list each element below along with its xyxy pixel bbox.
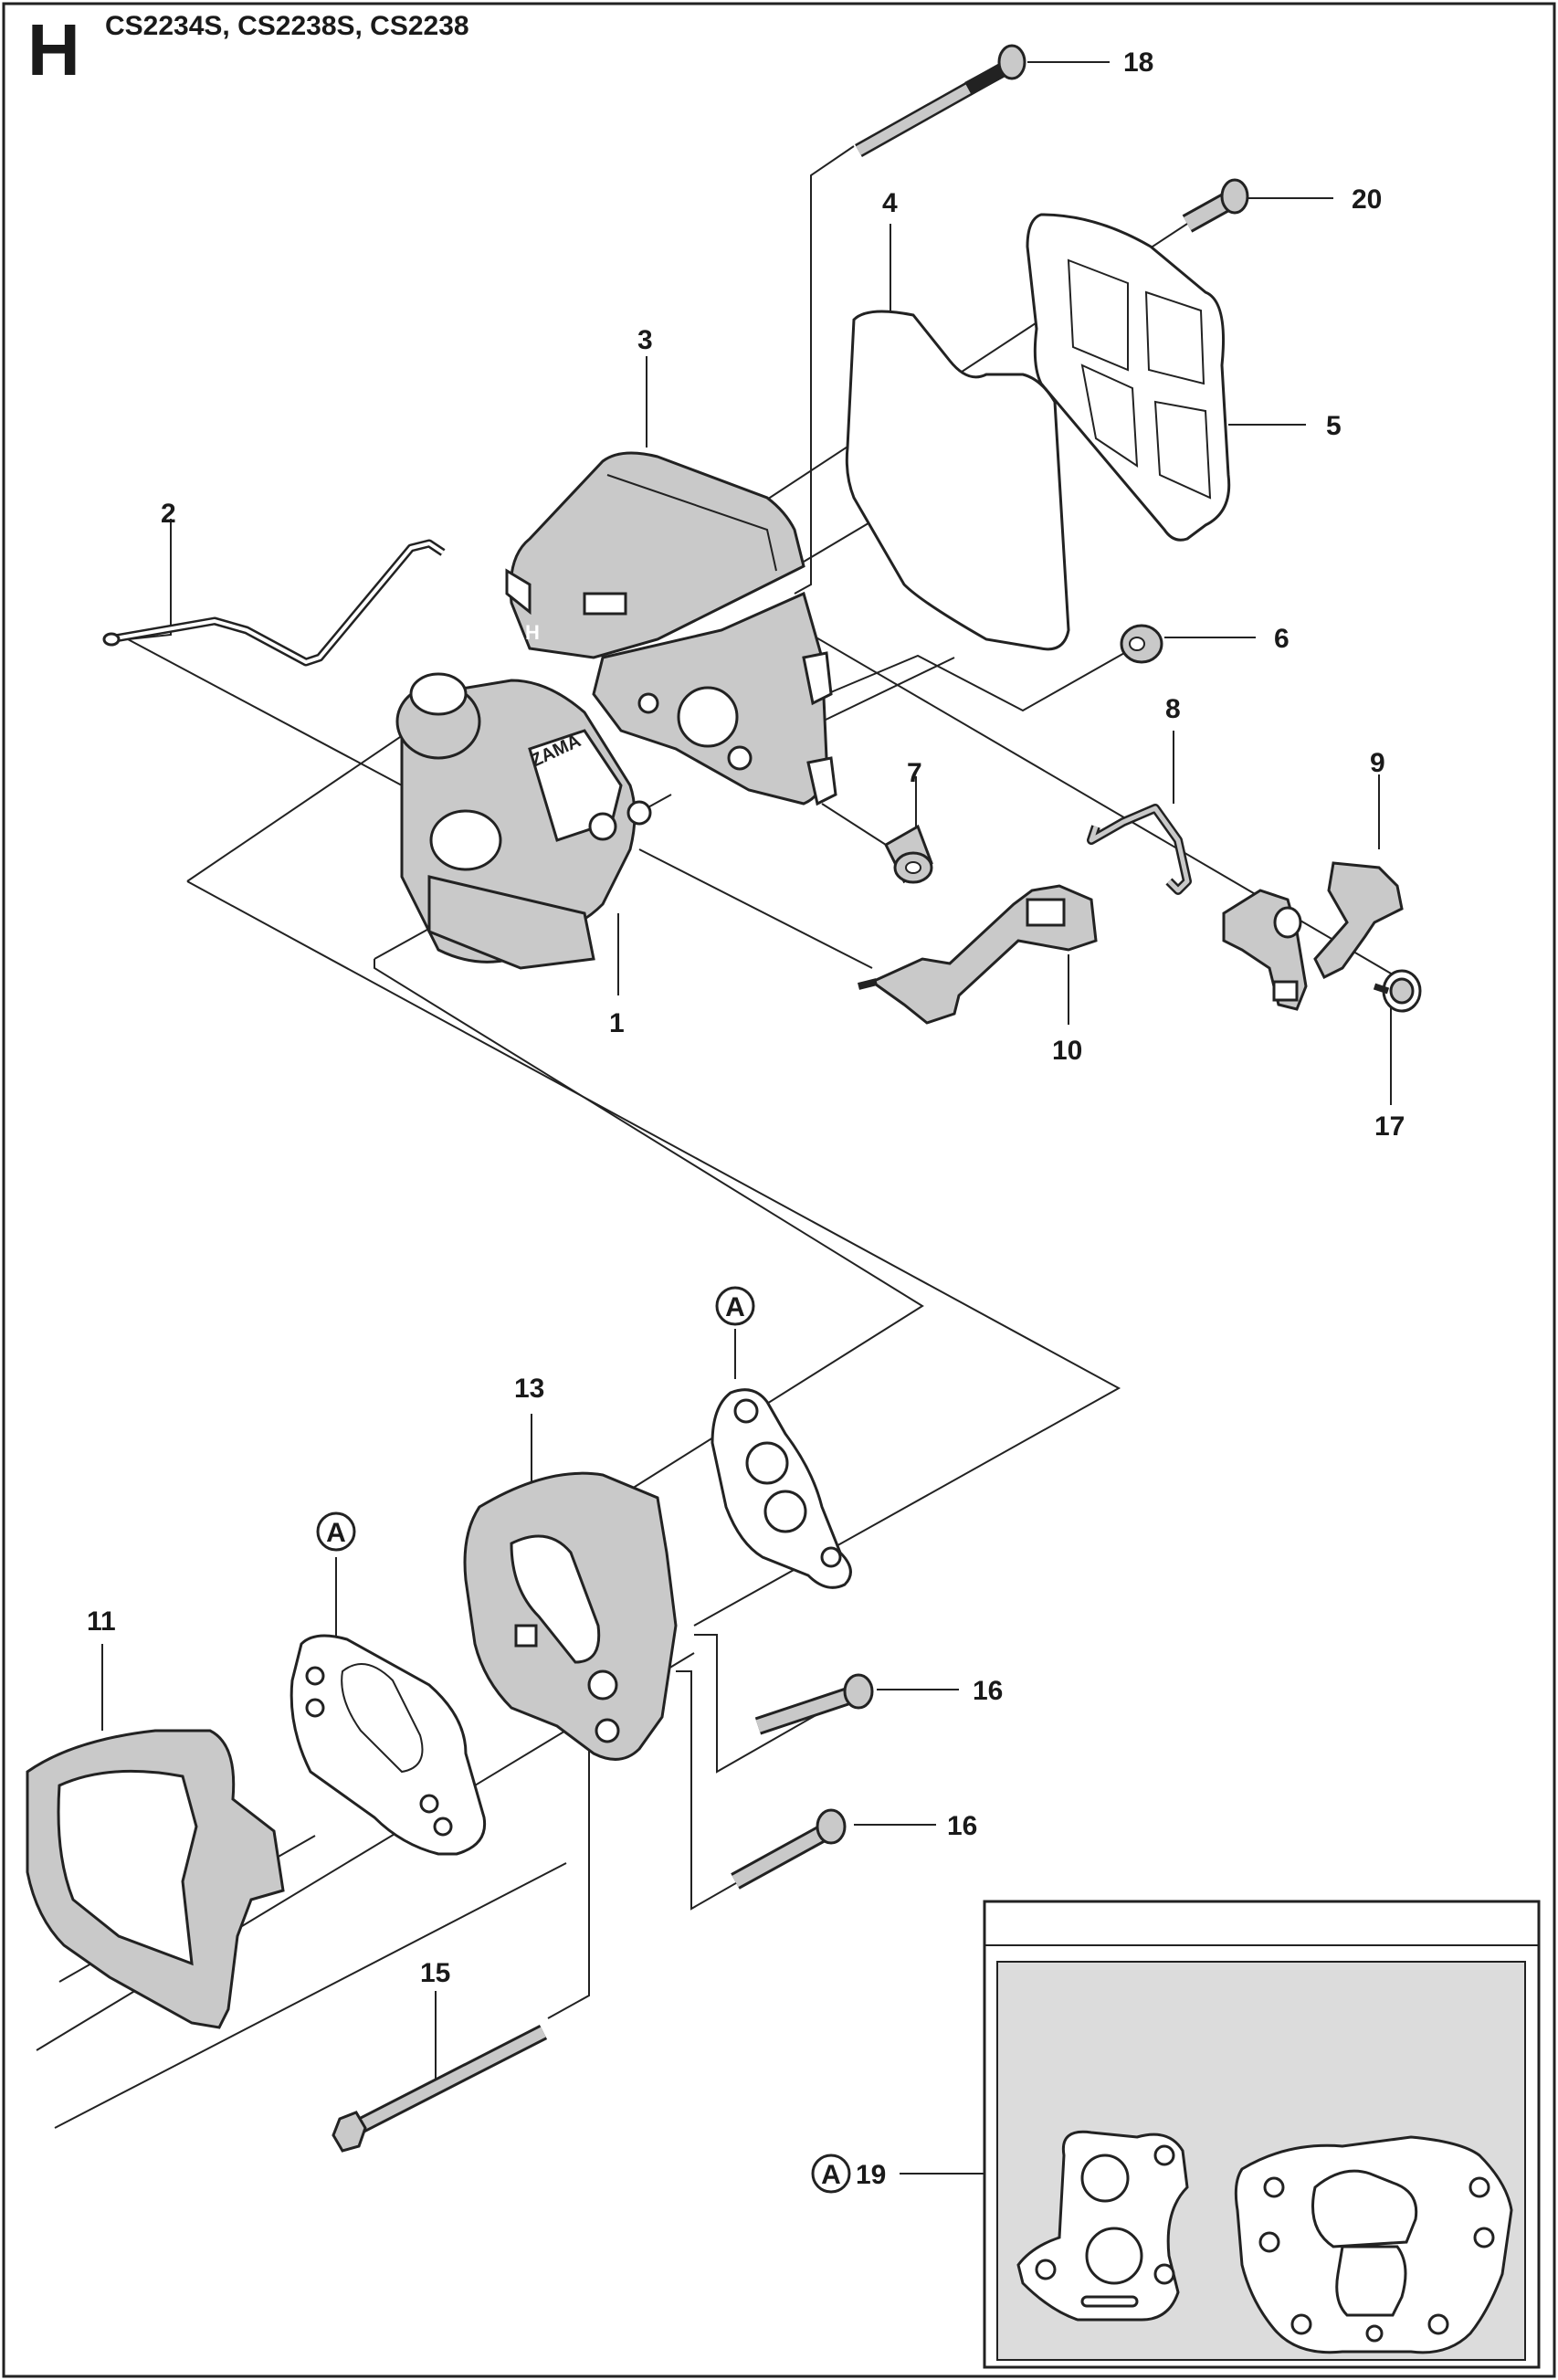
- svg-text:A: A: [326, 1518, 346, 1548]
- callout-20: 20: [1352, 184, 1382, 215]
- callout-15: 15: [420, 1958, 450, 1988]
- callout-2: 2: [161, 499, 176, 529]
- part-5-filter-frame: [1026, 213, 1231, 542]
- svg-text:A: A: [821, 2160, 841, 2190]
- callout-5: 5: [1326, 411, 1342, 441]
- part-9-throttle-trigger: [1222, 861, 1404, 1011]
- callout-3: 3: [637, 325, 653, 355]
- part-20-screw: [1182, 178, 1249, 233]
- part-17-screw: [1373, 969, 1422, 1013]
- part-4-air-filter: [845, 310, 1070, 651]
- callout-8: 8: [1165, 694, 1181, 724]
- part-gasket-a-mid: [289, 1634, 487, 1856]
- callout-9: 9: [1370, 748, 1385, 778]
- callout-4: 4: [882, 188, 898, 218]
- part-10-throttle-link: [858, 884, 1098, 1025]
- part-15-bolt: [332, 2024, 548, 2153]
- callout-16-lower: 16: [947, 1811, 977, 1841]
- callout-13: 13: [514, 1374, 544, 1404]
- section-letter: H: [27, 9, 80, 90]
- callout-7: 7: [907, 758, 922, 788]
- callout-1: 1: [609, 1008, 625, 1038]
- part-2-choke-rod: [102, 539, 446, 667]
- part-8-spring: [1087, 804, 1192, 895]
- inset-kit-19: [983, 1900, 1541, 2369]
- part-16-screws: [731, 1673, 874, 1890]
- part-13-intake-adapter: [463, 1471, 678, 1761]
- model-list: CS2234S, CS2238S, CS2238: [105, 11, 469, 41]
- callout-10: 10: [1052, 1036, 1082, 1066]
- marker-a-mid: A: [316, 1511, 356, 1552]
- part-6-nut: [1120, 624, 1163, 664]
- marker-a-top: A: [715, 1286, 755, 1326]
- marker-a-kit: A: [811, 2154, 851, 2194]
- part-3-filter-housing: H: [505, 451, 837, 806]
- svg-text:H: H: [525, 621, 540, 644]
- part-18-bolt: [855, 44, 1026, 157]
- callout-19: 19: [856, 2160, 886, 2190]
- callout-18: 18: [1123, 47, 1153, 78]
- callout-11: 11: [87, 1606, 116, 1637]
- callout-16-upper: 16: [973, 1676, 1003, 1706]
- part-7-sleeve: [884, 824, 933, 884]
- part-1-carburetor: ZAMA: [395, 672, 652, 970]
- part-gasket-a-top: [711, 1388, 852, 1589]
- svg-text:A: A: [725, 1292, 745, 1322]
- callout-17: 17: [1374, 1111, 1405, 1142]
- part-11-heat-shield: [26, 1729, 285, 2029]
- callout-6: 6: [1274, 624, 1290, 654]
